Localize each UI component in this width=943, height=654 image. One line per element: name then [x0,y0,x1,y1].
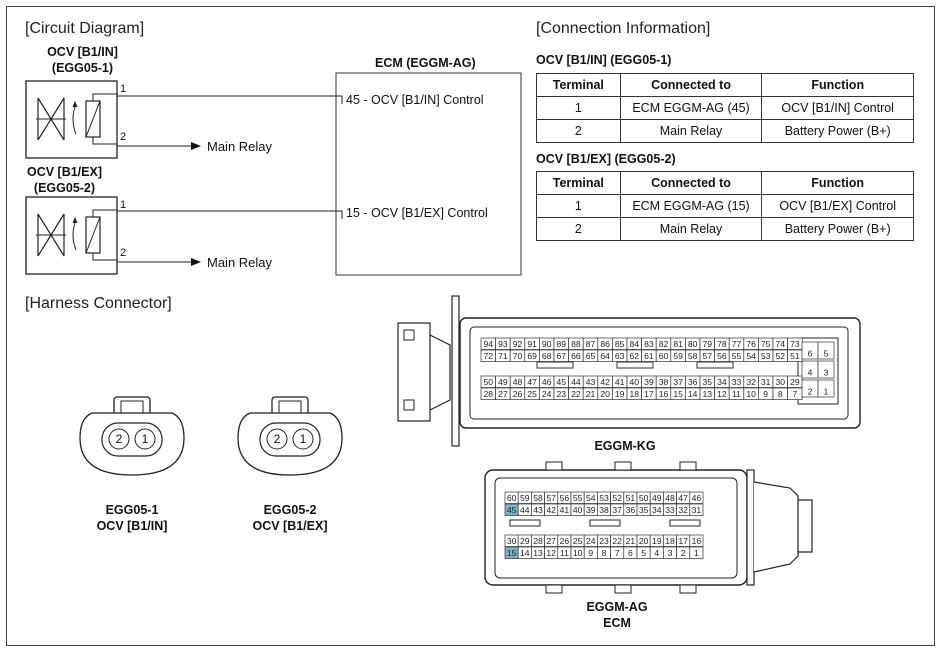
ecm-pin-15-label: 15 - OCV [B1/EX] Control [346,206,488,220]
egg05-1-pin-2: 2 [115,432,123,446]
device-1-code: (EGG05-1) [51,61,114,75]
connection-table-1: Terminal Connected to Function 1 ECM EGG… [536,73,914,143]
device-2-name: OCV [B1/EX] [26,165,102,179]
table-header-row: Terminal Connected to Function [536,171,914,195]
egg05-1-pin-1: 1 [141,432,149,446]
header-terminal: Terminal [536,171,621,195]
device-2-pin1-label: 1 [120,199,127,211]
table-row: 1 ECM EGGM-AG (15) OCV [B1/EX] Control [536,194,914,218]
egg05-1-sublabel: OCV [B1/IN] [96,519,168,533]
eggm-kg-label: EGGM-KG [594,439,656,453]
header-connected-to: Connected to [619,73,763,97]
device-2-pin2-label: 2 [120,247,127,259]
connection-table-2: Terminal Connected to Function 1 ECM EGG… [536,171,914,241]
cell-function: OCV [B1/EX] Control [761,194,914,218]
circuit-diagram-heading: [Circuit Diagram] [25,20,145,37]
egg05-2-pin-1: 1 [299,432,307,446]
cell-function: Battery Power (B+) [761,217,914,241]
cell-connected-to: Main Relay [619,119,763,143]
device-2-code: (EGG05-2) [33,181,96,195]
table-1-title: OCV [B1/IN] (EGG05-1) [536,53,672,67]
diagram-frame [6,6,935,646]
egg05-1-label: EGG05-1 [105,503,159,517]
table-row: 2 Main Relay Battery Power (B+) [536,217,914,241]
device-1-pin2-label: 2 [120,131,127,143]
egg05-2-sublabel: OCV [B1/EX] [252,519,328,533]
header-function: Function [761,73,914,97]
header-connected-to: Connected to [619,171,763,195]
cell-terminal: 1 [536,96,621,120]
cell-connected-to: ECM EGGM-AG (45) [619,96,763,120]
table-header-row: Terminal Connected to Function [536,73,914,97]
connection-info-heading: [Connection Information] [536,20,711,37]
device-2-relay-label: Main Relay [207,255,273,270]
header-function: Function [761,171,914,195]
device-1-name: OCV [B1/IN] [47,45,118,59]
device-1-pin1-label: 1 [120,83,127,95]
cell-terminal: 1 [536,194,621,218]
table-2-title: OCV [B1/EX] (EGG05-2) [536,152,676,166]
cell-connected-to: Main Relay [619,217,763,241]
cell-function: Battery Power (B+) [761,119,914,143]
header-terminal: Terminal [536,73,621,97]
table-row: 2 Main Relay Battery Power (B+) [536,119,914,143]
cell-terminal: 2 [536,119,621,143]
cell-terminal: 2 [536,217,621,241]
egg05-2-label: EGG05-2 [263,503,317,517]
cell-connected-to: ECM EGGM-AG (15) [619,194,763,218]
eggm-ag-sublabel: ECM [603,616,631,630]
ecm-pin-45-label: 45 - OCV [B1/IN] Control [346,93,484,107]
cell-function: OCV [B1/IN] Control [761,96,914,120]
harness-connector-heading: [Harness Connector] [25,295,172,312]
ecm-title: ECM (EGGM-AG) [375,56,476,70]
eggm-ag-label: EGGM-AG [586,600,648,614]
egg05-2-pin-2: 2 [273,432,281,446]
device-1-relay-label: Main Relay [207,139,273,154]
table-row: 1 ECM EGGM-AG (45) OCV [B1/IN] Control [536,96,914,120]
